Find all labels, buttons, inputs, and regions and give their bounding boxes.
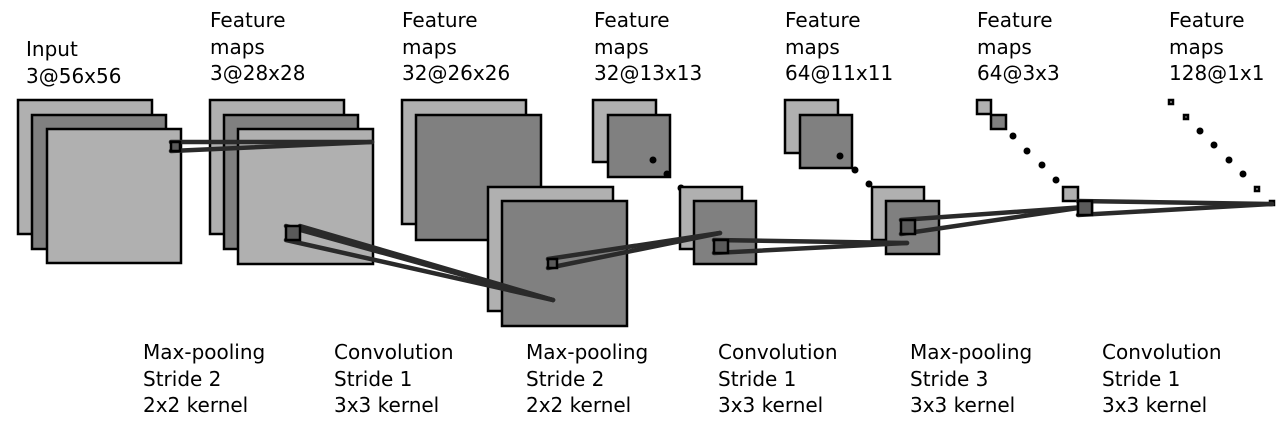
op-1-stride: Stride 1 — [334, 367, 412, 391]
layer-6-title2: maps — [1169, 35, 1224, 59]
layer-5-title: Feature — [977, 8, 1053, 32]
op-3-stride: Stride 1 — [718, 367, 796, 391]
kernel-box — [284, 224, 302, 242]
feature-map-3b — [606, 113, 672, 179]
connector-line — [297, 223, 556, 303]
layer-4-title: Feature — [785, 8, 861, 32]
layer-6-size: 128@1x1 — [1169, 61, 1264, 85]
op-3-kernel: 3x3 kernel — [718, 393, 823, 417]
feature-map-5a — [975, 98, 993, 116]
connector-line — [545, 230, 723, 271]
op-0-name: Max-pooling — [143, 340, 265, 364]
kernel-box — [546, 257, 559, 270]
layer-6-title: Feature — [1169, 8, 1245, 32]
op-4-stride: Stride 3 — [910, 367, 988, 391]
layer-2-title: Feature — [402, 8, 478, 32]
layer-3-size: 32@13x13 — [594, 61, 702, 85]
op-1-kernel: 3x3 kernel — [334, 393, 439, 417]
op-3-name: Convolution — [718, 340, 838, 364]
feature-map-6a — [1167, 98, 1175, 106]
connector-line — [898, 204, 1088, 237]
layer-5-size: 64@3x3 — [977, 61, 1060, 85]
op-0-kernel: 2x2 kernel — [143, 393, 248, 417]
layer-3-title2: maps — [594, 35, 649, 59]
feature-map-5b — [989, 113, 1008, 131]
feature-stack-2-front — [486, 185, 629, 328]
layer-1-title: Feature — [210, 8, 286, 32]
operation-labels: Max-pooling Stride 2 2x2 kernel Convolut… — [143, 340, 1222, 417]
op-5-name: Convolution — [1102, 340, 1222, 364]
ellipsis-dot — [1038, 161, 1046, 169]
op-4-kernel: 3x3 kernel — [910, 393, 1015, 417]
kernel-box — [712, 238, 730, 255]
kernel-box — [899, 218, 917, 236]
input-map-3 — [45, 127, 183, 265]
layer-5-title2: maps — [977, 35, 1032, 59]
op-2-stride: Stride 2 — [526, 367, 604, 391]
layer-2-title2: maps — [402, 35, 457, 59]
feature-map-4b — [798, 113, 854, 170]
ellipsis-dot — [1052, 176, 1060, 184]
layer-0-size: 3@56x56 — [26, 64, 121, 88]
layer-2-size: 32@26x26 — [402, 61, 510, 85]
ellipsis-dot — [649, 156, 657, 164]
kernel-connectors — [168, 139, 1275, 303]
kernel-box — [1076, 199, 1094, 217]
ellipsis-dot — [851, 166, 859, 174]
ellipsis-dot — [1239, 170, 1247, 178]
kernel-box — [169, 140, 182, 153]
connector-line — [1075, 198, 1275, 207]
layer-1-title2: maps — [210, 35, 265, 59]
feature-map-5c — [1061, 185, 1080, 203]
layer-0-title: Input — [26, 37, 78, 61]
feature-stack-5 — [975, 98, 1094, 217]
layer-3-title: Feature — [594, 8, 670, 32]
connector-line — [1075, 201, 1275, 218]
op-2-kernel: 2x2 kernel — [526, 393, 631, 417]
connector-line — [711, 240, 910, 256]
connector-line — [283, 237, 556, 303]
feature-stack-6 — [1167, 98, 1276, 207]
feature-map-6b — [1182, 113, 1190, 121]
op-2-name: Max-pooling — [526, 340, 648, 364]
feature-map-6c — [1253, 185, 1261, 193]
op-0-stride: Stride 2 — [143, 367, 221, 391]
ellipsis-dot — [1023, 147, 1031, 155]
input-stack — [16, 98, 183, 265]
ellipsis-dot — [663, 170, 671, 178]
connector-line — [898, 204, 1088, 223]
ellipsis-dot — [1009, 132, 1017, 140]
op-5-stride: Stride 1 — [1102, 367, 1180, 391]
layer-4-size: 64@11x11 — [785, 61, 893, 85]
op-1-name: Convolution — [334, 340, 454, 364]
layer-1-size: 3@28x28 — [210, 61, 305, 85]
layer-labels: Input 3@56x56 Feature maps 3@28x28 Featu… — [26, 8, 1264, 88]
ellipsis-dot — [1225, 156, 1233, 164]
ellipsis-dot — [836, 152, 844, 160]
connector-line — [168, 139, 375, 154]
ellipsis-dot — [1196, 127, 1204, 135]
ellipsis-dot — [1210, 141, 1218, 149]
layer-4-title2: maps — [785, 35, 840, 59]
op-5-kernel: 3x3 kernel — [1102, 393, 1207, 417]
op-4-name: Max-pooling — [910, 340, 1032, 364]
